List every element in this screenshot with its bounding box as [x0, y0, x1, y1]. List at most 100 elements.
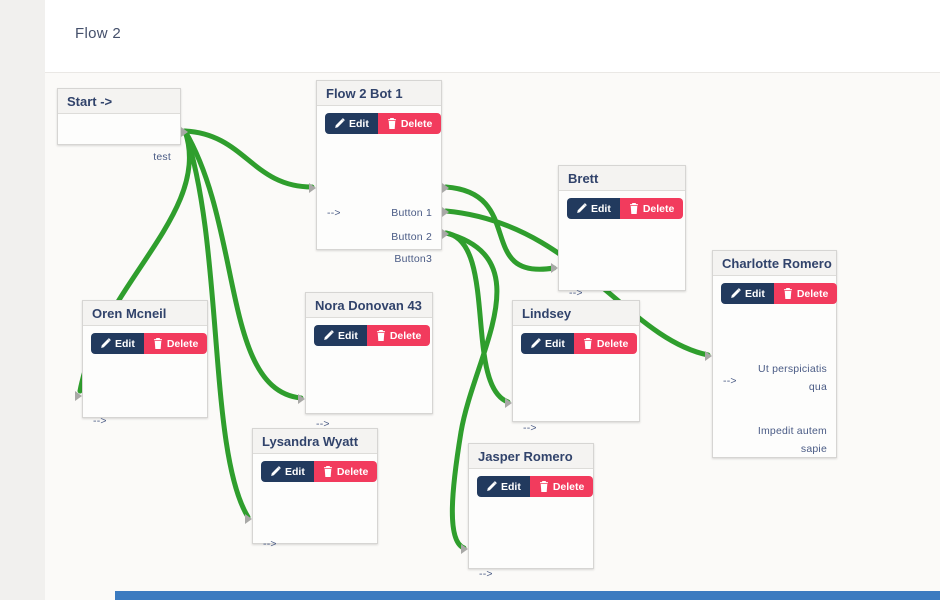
connection-line[interactable] [182, 128, 304, 401]
input-port-icon[interactable] [461, 544, 468, 554]
node-actions: Edit Delete [91, 333, 208, 354]
edit-pencil-icon [577, 203, 587, 213]
output-row-label: Ut perspiciatis qua [758, 363, 827, 393]
edit-button-label: Edit [115, 337, 135, 350]
edit-pencil-icon [487, 481, 497, 491]
trash-icon [153, 338, 162, 349]
edit-button[interactable]: Edit [477, 476, 530, 497]
input-row-label: --> [723, 375, 737, 387]
edit-pencil-icon [731, 288, 741, 298]
edit-pencil-icon [531, 338, 541, 348]
output-row-label: Button 1 [391, 207, 432, 219]
trash-icon [783, 288, 792, 299]
edit-button[interactable]: Edit [721, 283, 774, 304]
output-port-icon[interactable] [181, 127, 188, 137]
node-title[interactable]: Charlotte Romero [713, 251, 836, 276]
node-actions: Edit Delete [314, 325, 431, 346]
flow-header-bar: Flow 2 [45, 0, 940, 73]
node-title[interactable]: Brett [559, 166, 685, 191]
delete-button[interactable]: Delete [143, 333, 208, 354]
delete-button[interactable]: Delete [366, 325, 431, 346]
trash-icon [376, 330, 385, 341]
edit-button[interactable]: Edit [314, 325, 367, 346]
node-actions: Edit Delete [721, 283, 838, 304]
trash-icon [539, 481, 548, 492]
edit-button[interactable]: Edit [567, 198, 620, 219]
delete-button-label: Delete [552, 480, 585, 493]
edit-button[interactable]: Edit [91, 333, 144, 354]
node-actions: Edit Delete [261, 461, 378, 482]
input-row-label: --> [479, 568, 493, 580]
output-port-icon[interactable] [442, 229, 449, 239]
flow-node-start[interactable]: Start ->test [57, 88, 188, 163]
edit-pencil-icon [335, 118, 345, 128]
edit-button[interactable]: Edit [261, 461, 314, 482]
delete-button-label: Delete [336, 465, 369, 478]
delete-button-label: Delete [389, 329, 422, 342]
edit-button[interactable]: Edit [325, 113, 378, 134]
bottom-bar [115, 591, 940, 600]
edit-button-label: Edit [501, 480, 521, 493]
delete-button[interactable]: Delete [377, 113, 442, 134]
edit-pencil-icon [324, 330, 334, 340]
delete-button[interactable]: Delete [619, 198, 684, 219]
input-row-label: --> [93, 415, 107, 427]
trash-icon [629, 203, 638, 214]
delete-button[interactable]: Delete [773, 283, 838, 304]
left-margin-strip [0, 0, 45, 600]
delete-button[interactable]: Delete [529, 476, 594, 497]
input-port-icon[interactable] [75, 391, 82, 401]
connection-line[interactable] [182, 128, 251, 520]
delete-button-label: Delete [400, 117, 433, 130]
output-port-icon[interactable] [442, 183, 449, 193]
node-title[interactable]: Lysandra Wyatt [253, 429, 377, 454]
flow-node-nora-donovan-43[interactable]: Nora Donovan 43 Edit Delete --> [298, 292, 433, 430]
output-row-label: Button 2 [391, 231, 432, 243]
output-row-label: Impedit autem sapie [757, 425, 827, 455]
input-port-icon[interactable] [551, 263, 558, 273]
delete-button[interactable]: Delete [313, 461, 378, 482]
connection-line[interactable] [182, 128, 315, 190]
edit-button[interactable]: Edit [521, 333, 574, 354]
input-port-icon[interactable] [298, 394, 305, 404]
edit-button-label: Edit [338, 329, 358, 342]
input-row-label: --> [327, 207, 341, 219]
trash-icon [323, 466, 332, 477]
node-title[interactable]: Flow 2 Bot 1 [317, 81, 441, 106]
input-port-icon[interactable] [309, 183, 316, 193]
flow-node-flow-2-bot-1[interactable]: Flow 2 Bot 1 Edit Delete --> Button 1 Button … [309, 80, 449, 265]
node-title[interactable]: Oren Mcneil [83, 301, 207, 326]
delete-button-label: Delete [642, 202, 675, 215]
node-title[interactable]: Lindsey [513, 301, 639, 326]
delete-button-label: Delete [596, 337, 629, 350]
node-title[interactable]: Jasper Romero [469, 444, 593, 469]
delete-button[interactable]: Delete [573, 333, 638, 354]
output-port-icon[interactable] [442, 207, 449, 217]
delete-button-label: Delete [796, 287, 829, 300]
input-row-label: --> [316, 418, 330, 430]
trash-icon [583, 338, 592, 349]
connection-line[interactable] [443, 184, 557, 272]
input-port-icon[interactable] [705, 351, 712, 361]
trash-icon [387, 118, 396, 129]
edit-pencil-icon [101, 338, 111, 348]
node-actions: Edit Delete [521, 333, 638, 354]
node-actions: Edit Delete [325, 113, 442, 134]
node-title[interactable]: Nora Donovan 43 [306, 293, 432, 318]
output-row-label: Button3 [394, 253, 432, 265]
connection-line[interactable] [443, 230, 511, 405]
node-actions: Edit Delete [567, 198, 684, 219]
input-port-icon[interactable] [505, 398, 512, 408]
edit-button-label: Edit [591, 202, 611, 215]
connection-line[interactable] [443, 230, 500, 551]
input-port-icon[interactable] [245, 514, 252, 524]
input-row-label: --> [263, 538, 277, 550]
node-title[interactable]: Start -> [58, 89, 180, 114]
edit-button-label: Edit [545, 337, 565, 350]
